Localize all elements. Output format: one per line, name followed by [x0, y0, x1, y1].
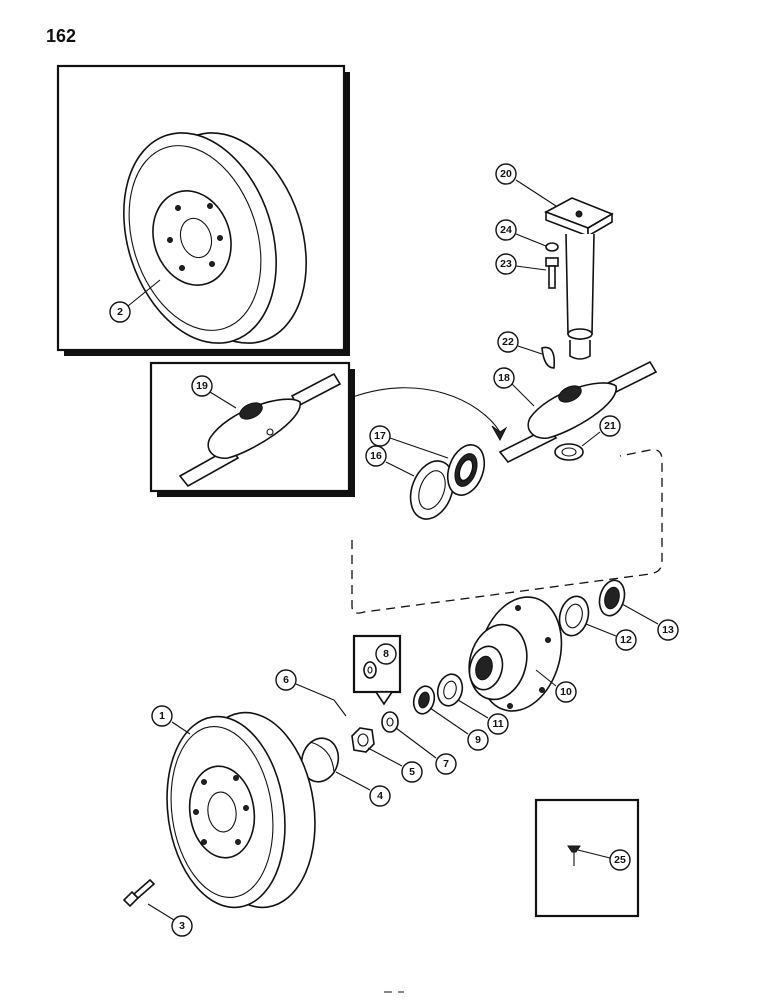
svg-text:18: 18: [498, 372, 510, 384]
svg-text:10: 10: [560, 686, 572, 698]
callout-9: 9: [467, 729, 489, 751]
callout-18: 18: [493, 367, 515, 389]
svg-text:22: 22: [502, 336, 514, 348]
svg-text:23: 23: [500, 258, 512, 270]
bearing-cup-part-11: [436, 673, 464, 707]
callout-25: 25: [609, 849, 631, 871]
leader-lines: [127, 179, 659, 921]
svg-text:9: 9: [475, 734, 481, 746]
dashed-assembly-outline: [351, 449, 663, 614]
callout-23: 23: [495, 253, 517, 275]
svg-text:17: 17: [374, 430, 386, 442]
svg-text:8: 8: [383, 648, 389, 660]
svg-text:3: 3: [179, 920, 185, 932]
page-number: 162: [46, 26, 77, 46]
svg-text:24: 24: [500, 224, 512, 236]
castle-nut-part-5: [351, 727, 375, 753]
wheel-part-1: [166, 711, 316, 909]
svg-text:11: 11: [492, 718, 503, 730]
svg-text:16: 16: [370, 450, 382, 462]
svg-text:12: 12: [620, 634, 632, 646]
washer-part-7: [381, 711, 399, 733]
callout-3: 3: [171, 915, 193, 937]
callout-21: 21: [599, 415, 621, 437]
svg-text:2: 2: [117, 306, 123, 318]
callout-10: 10: [555, 681, 577, 703]
callout-2: 2: [109, 301, 131, 323]
thrust-washer-part-21: [554, 443, 584, 461]
svg-text:19: 19: [196, 380, 208, 392]
seal-part-17: [446, 444, 486, 496]
spindle-part-19: [178, 372, 342, 488]
wheel-bolt-part-3: [122, 878, 156, 908]
callout-7: 7: [435, 753, 457, 775]
svg-text:21: 21: [604, 420, 616, 432]
svg-text:25: 25: [614, 854, 626, 866]
callout-5: 5: [401, 761, 423, 783]
svg-text:1: 1: [159, 710, 165, 722]
callout-19: 19: [191, 375, 213, 397]
bearing-cone-part-13: [598, 579, 626, 617]
svg-text:7: 7: [443, 758, 449, 770]
svg-text:4: 4: [377, 790, 383, 802]
svg-text:13: 13: [662, 624, 674, 636]
cotter-pin-part-6: [333, 699, 347, 717]
callout-1: 1: [151, 705, 173, 727]
callout-13: 13: [657, 619, 679, 641]
curve-leader: [349, 387, 501, 433]
callout-4: 4: [369, 785, 391, 807]
bolt-part-23: [545, 257, 559, 289]
wheel-rim-part-2: [123, 132, 307, 344]
svg-text:20: 20: [500, 168, 512, 180]
callout-8: 8: [375, 643, 397, 665]
spindle-part-18: [498, 360, 658, 464]
callout-22: 22: [497, 331, 519, 353]
svg-text:5: 5: [409, 766, 415, 778]
callout-11: 11: [487, 713, 509, 735]
bearing-cup-part-12: [558, 595, 590, 637]
hub-cap-part-4: [300, 737, 340, 783]
callout-6: 6: [275, 669, 297, 691]
hub-part-10: [468, 596, 563, 712]
key-part-22: [541, 346, 556, 369]
callout-17: 17: [369, 425, 391, 447]
inset-box-washer: [352, 634, 402, 706]
callout-12: 12: [615, 629, 637, 651]
bearing-cone-part-9: [412, 685, 436, 715]
seal-part-16: [409, 460, 455, 520]
lock-washer-part-24: [545, 242, 559, 252]
callout-24: 24: [495, 219, 517, 241]
svg-text:6: 6: [283, 674, 289, 686]
king-pin-part-20: [544, 197, 614, 360]
callout-16: 16: [365, 445, 387, 467]
screw-part-25: [567, 845, 581, 866]
callout-20: 20: [495, 163, 517, 185]
curve-arrowhead: [491, 425, 508, 442]
